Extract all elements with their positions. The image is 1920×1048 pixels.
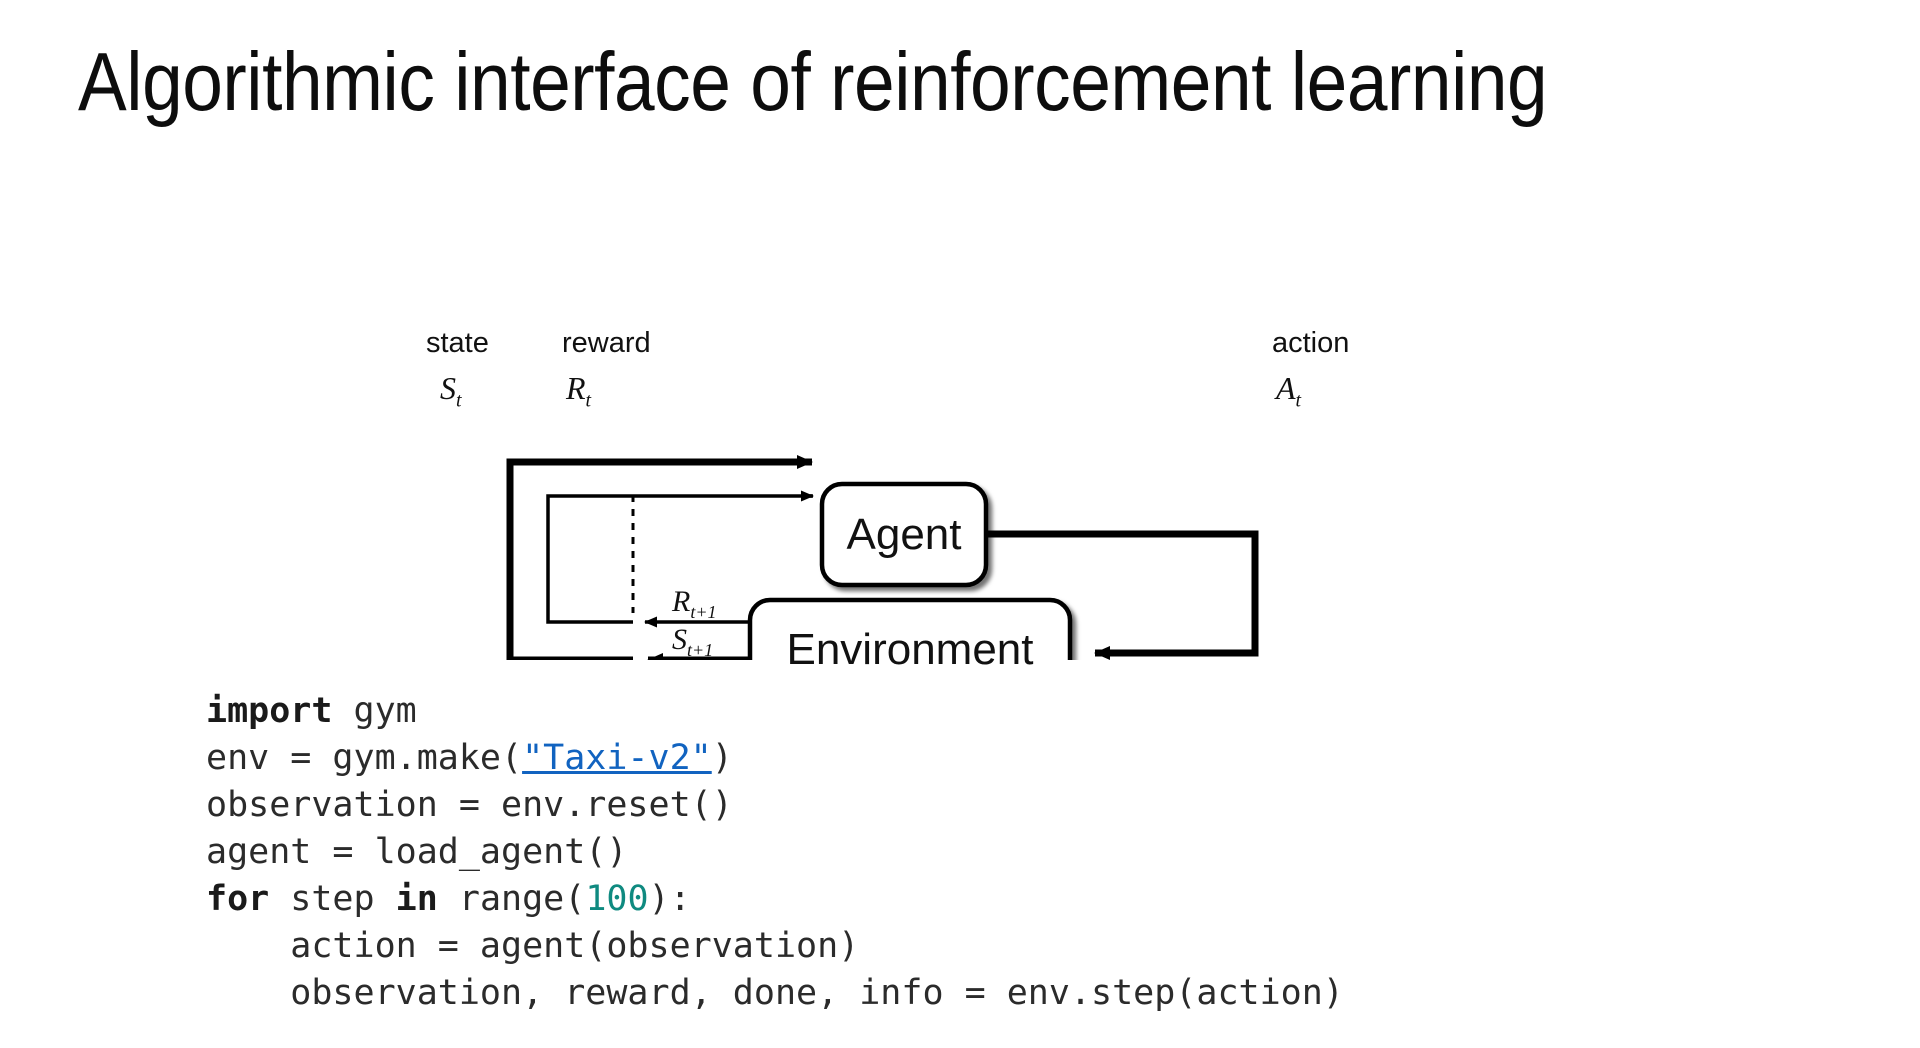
code-text: observation, reward, done, info = env.st… — [206, 973, 1344, 1013]
code-text: env = gym.make( — [206, 738, 523, 778]
rl-loop-svg — [506, 455, 1259, 660]
code-text: action = agent(observation) — [206, 926, 860, 966]
state-symbol-subscript: t — [456, 389, 462, 412]
code-line: import gym — [206, 688, 1344, 735]
action-edge — [985, 530, 1259, 660]
code-line: for step in range(100): — [206, 876, 1344, 923]
code-number-literal: 100 — [585, 879, 649, 919]
code-text: range( — [437, 879, 586, 919]
code-line: env = gym.make("Taxi-v2") — [206, 735, 1344, 782]
code-text: ) — [711, 738, 733, 778]
reward-label: reward — [562, 327, 651, 359]
next-state-symbol-subscript: t+1 — [687, 640, 714, 660]
action-symbol: At — [1276, 370, 1301, 412]
action-label: action — [1272, 327, 1350, 359]
state-edge — [506, 455, 813, 660]
action-symbol-subscript: t — [1295, 389, 1302, 412]
code-line: action = agent(observation) — [206, 923, 1344, 970]
agent-node — [819, 481, 989, 588]
environment-node — [747, 597, 1073, 660]
code-keyword: import — [206, 691, 333, 731]
next-state-symbol-base: S — [672, 623, 687, 656]
next-reward-symbol: Rt+1 — [672, 585, 716, 623]
action-symbol-base: A — [1276, 370, 1296, 406]
code-line: agent = load_agent() — [206, 829, 1344, 876]
code-keyword: for — [206, 879, 270, 919]
code-keyword: in — [395, 879, 438, 919]
code-text: ): — [648, 879, 691, 919]
state-symbol: St — [440, 370, 462, 412]
code-line: observation = env.reset() — [206, 782, 1344, 829]
state-symbol-base: S — [440, 370, 456, 406]
reward-symbol-base: R — [566, 370, 586, 406]
page-title: Algorithmic interface of reinforcement l… — [78, 35, 1548, 128]
code-line: observation, reward, done, info = env.st… — [206, 970, 1344, 1017]
code-text: gym — [332, 691, 417, 731]
agent-node-label: Agent — [846, 509, 962, 559]
reward-symbol-subscript: t — [585, 389, 592, 412]
reward-symbol: Rt — [566, 370, 591, 412]
environment-node-label: Environment — [786, 625, 1034, 674]
code-text: step — [269, 879, 396, 919]
code-text: agent = load_agent() — [206, 832, 628, 872]
next-reward-symbol-subscript: t+1 — [690, 602, 717, 622]
next-state-symbol: St+1 — [672, 623, 713, 661]
reward-edge — [546, 490, 814, 624]
code-env-id-link[interactable]: "Taxi-v2" — [522, 738, 712, 778]
code-text: observation = env.reset() — [206, 785, 733, 825]
state-label: state — [426, 327, 489, 359]
rl-loop-diagram: Agent Environment state St reward Rt act… — [0, 200, 1920, 674]
next-reward-symbol-base: R — [672, 585, 691, 618]
